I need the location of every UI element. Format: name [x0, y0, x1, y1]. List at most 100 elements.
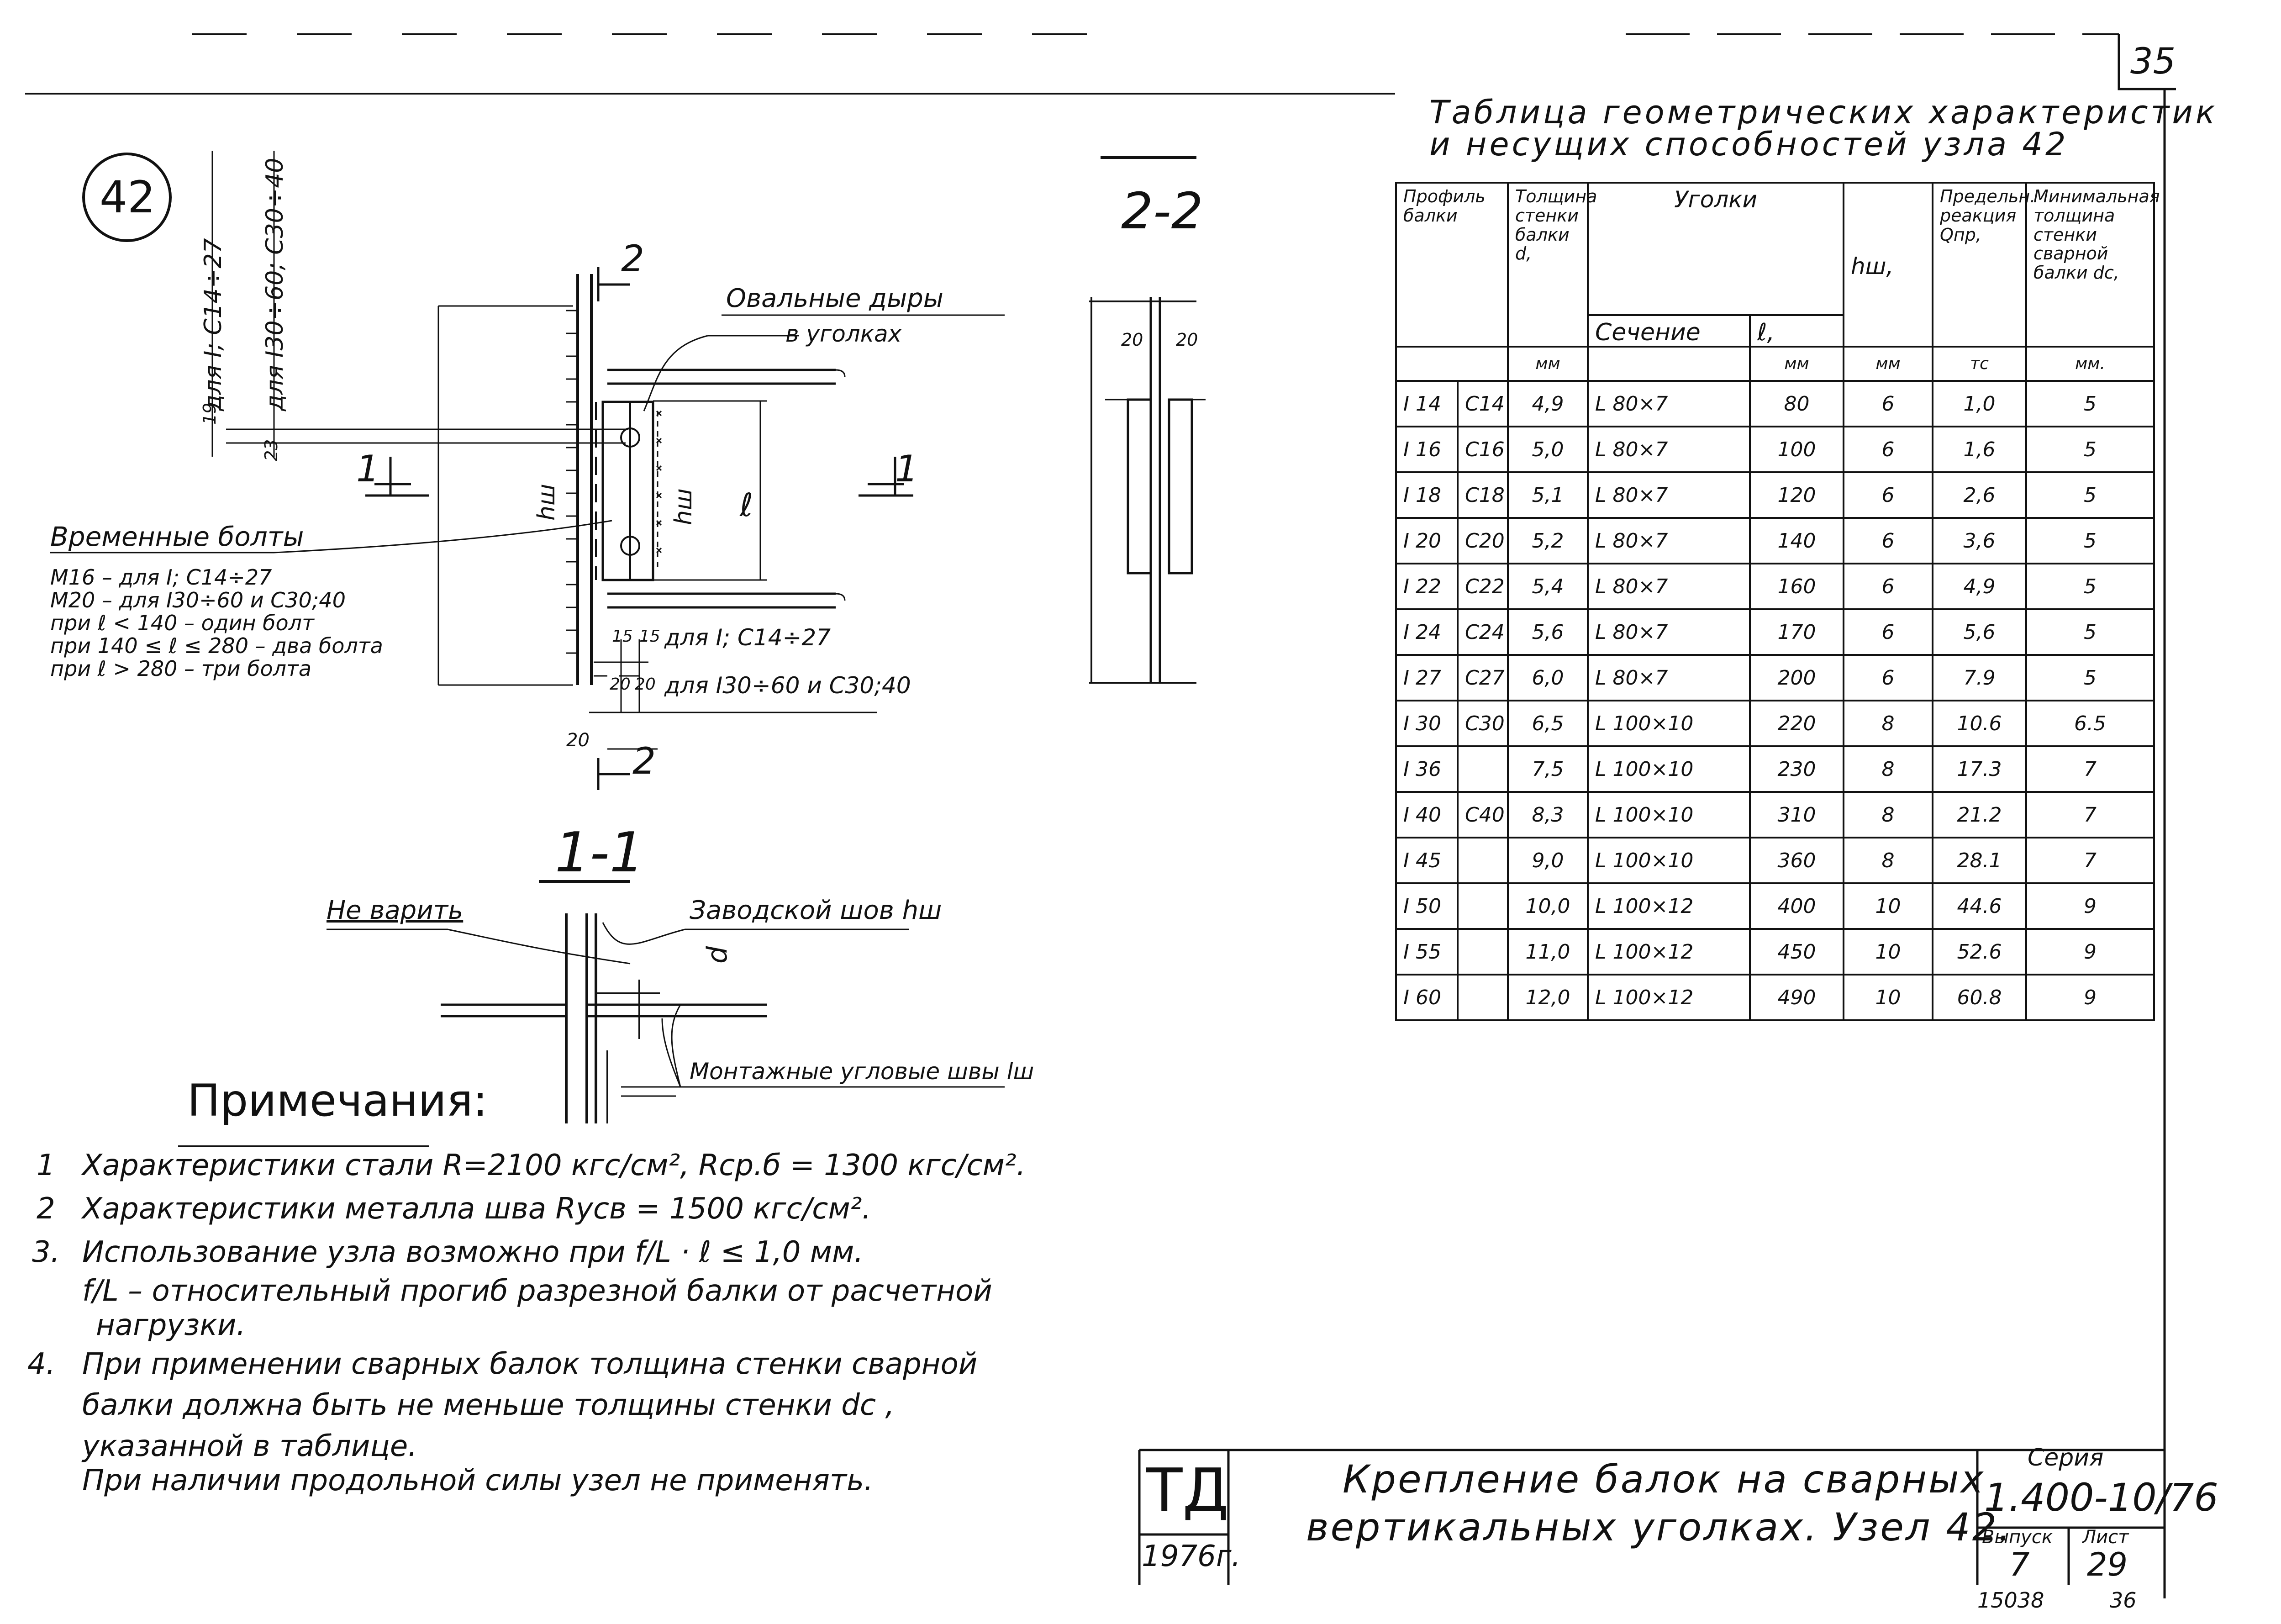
cell-reaction: 3,6	[1932, 517, 2028, 565]
cell-section: L 100×12	[1587, 882, 1751, 930]
table-title-line2: и несущих способностей узла 42	[1429, 126, 2069, 163]
cell-section: L 80×7	[1587, 426, 1751, 474]
sheet-number: 35	[2130, 41, 2176, 82]
range-label-I14-27: для I; C14÷27	[200, 238, 227, 411]
cell-length: 100	[1749, 426, 1845, 474]
cell-min-thickness: 5	[2025, 563, 2155, 611]
cell-section: L 100×10	[1587, 791, 1751, 839]
cell-reaction: 10.6	[1932, 700, 2028, 748]
logo-td: ТД	[1146, 1455, 1229, 1525]
series-label: Серия	[2028, 1444, 2104, 1471]
note-num: 3.	[32, 1235, 60, 1269]
unit-thickness: мм	[1507, 346, 1589, 382]
characteristics-table: Профиль балки Толщина стенки балки d, Уг…	[1395, 181, 2160, 1022]
cell-thickness: 7,5	[1507, 745, 1589, 793]
node-number: 42	[100, 172, 156, 223]
factory-weld-label: Заводской шов hш	[690, 896, 942, 925]
d-label: d	[701, 946, 733, 964]
cell-length: 140	[1749, 517, 1845, 565]
cell-min-thickness: 6.5	[2025, 700, 2155, 748]
unit-min-thickness: мм.	[2025, 346, 2155, 382]
unit-length: мм	[1749, 346, 1845, 382]
issue-number: 7	[2009, 1546, 2030, 1583]
unit-profile	[1395, 346, 1509, 382]
note-text: нагрузки.	[96, 1308, 246, 1342]
cell-profile-i: I 16	[1395, 426, 1459, 474]
drawing-title-line2: вертикальных уголках. Узел 42.	[1306, 1505, 2012, 1550]
col-header-reaction: Предельн. реакция Qпр,	[1932, 181, 2035, 348]
cell-section: L 100×10	[1587, 700, 1751, 748]
note-text: Характеристики стали R=2100 кгс/см², Rср…	[82, 1149, 1026, 1182]
assembly-weld-label: Монтажные угловые швы lш	[690, 1058, 1034, 1085]
cell-min-thickness: 5	[2025, 471, 2155, 519]
cell-hw: 6	[1843, 608, 1934, 656]
cell-section: L 100×12	[1587, 974, 1751, 1022]
cell-thickness: 6,0	[1507, 654, 1589, 702]
col-header-min-thickness: Минимальная толщина стенки сварной балки…	[2025, 181, 2160, 348]
cell-min-thickness: 9	[2025, 928, 2155, 976]
cell-section: L 80×7	[1587, 380, 1751, 428]
cell-profile-c: C18	[1457, 471, 1509, 519]
range-15-label: для I; C14÷27	[664, 624, 831, 651]
cell-reaction: 52.6	[1932, 928, 2028, 976]
cell-hw: 10	[1843, 928, 1934, 976]
col-header-hw: hш,	[1843, 181, 1934, 348]
note-text: Использование узла возможно при f/L · ℓ …	[82, 1235, 864, 1269]
note-text: Характеристики металла шва Rуcв = 1500 к…	[82, 1192, 871, 1226]
cell-hw: 6	[1843, 380, 1934, 428]
cell-min-thickness: 5	[2025, 517, 2155, 565]
section-2-2-dim-20-right: 20	[1176, 330, 1198, 350]
cell-profile-c: C40	[1457, 791, 1509, 839]
cell-min-thickness: 9	[2025, 974, 2155, 1022]
cell-hw: 6	[1843, 471, 1934, 519]
temp-bolts-line: M20 – для I30÷60 и C30;40	[50, 588, 346, 612]
cell-profile-i: I 18	[1395, 471, 1459, 519]
note-num: 1	[37, 1149, 55, 1182]
cell-profile-i: I 45	[1395, 837, 1459, 885]
cell-thickness: 10,0	[1507, 882, 1589, 930]
cell-length: 80	[1749, 380, 1845, 428]
cell-section: L 80×7	[1587, 471, 1751, 519]
section-2-2-dim-20-left: 20	[1121, 330, 1143, 350]
cell-hw: 8	[1843, 837, 1934, 885]
unit-section	[1587, 346, 1751, 382]
cell-section: L 100×12	[1587, 928, 1751, 976]
cell-profile-c	[1457, 974, 1509, 1022]
table-title-line1: Таблица геометрических характеристик	[1429, 94, 2218, 131]
cell-length: 490	[1749, 974, 1845, 1022]
temp-bolts-line: при 140 ≤ ℓ ≤ 280 – два болта	[50, 633, 383, 658]
cell-profile-c: C22	[1457, 563, 1509, 611]
cell-section: L 100×10	[1587, 745, 1751, 793]
unit-reaction: тс	[1932, 346, 2028, 382]
cell-min-thickness: 7	[2025, 837, 2155, 885]
issue-label: Выпуск	[1982, 1527, 2053, 1548]
oval-holes-label-1: Овальные дыры	[726, 284, 943, 313]
series-number: 1.400-10/76	[1984, 1475, 2218, 1520]
temp-bolts-line: при ℓ < 140 – один болт	[50, 611, 314, 635]
cell-hw: 8	[1843, 745, 1934, 793]
sheet-value: 29	[2087, 1546, 2128, 1583]
hw-label-right: hш	[670, 488, 697, 525]
col-header-thickness: Толщина стенки балки d,	[1507, 181, 1597, 348]
notes-title: Примечания:	[187, 1075, 488, 1126]
cell-thickness: 6,5	[1507, 700, 1589, 748]
col-header-angles: Уголки	[1586, 182, 1845, 316]
cell-min-thickness: 9	[2025, 882, 2155, 930]
cell-reaction: 2,6	[1932, 471, 2028, 519]
cell-reaction: 60.8	[1932, 974, 2028, 1022]
cell-hw: 6	[1843, 654, 1934, 702]
cell-reaction: 28.1	[1932, 837, 2028, 885]
cell-section: L 80×7	[1587, 517, 1751, 565]
cell-profile-i: I 30	[1395, 700, 1459, 748]
cell-thickness: 11,0	[1507, 928, 1589, 976]
note-num: 4.	[27, 1347, 56, 1381]
cell-hw: 10	[1843, 882, 1934, 930]
